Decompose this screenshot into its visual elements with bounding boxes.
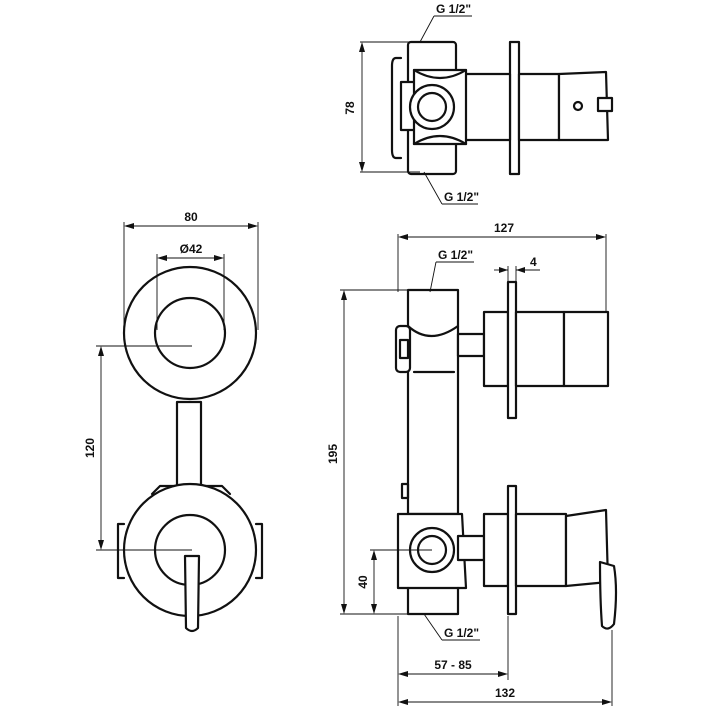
dim-d42-label: Ø42: [180, 242, 203, 256]
dim-78-label: 78: [343, 101, 357, 115]
side-thread-label-bottom: G 1/2": [444, 626, 479, 640]
dim-40-label: 40: [356, 575, 370, 589]
side-thread-label-top: G 1/2": [438, 248, 473, 262]
dim-120-label: 120: [83, 438, 97, 458]
side-view: 127 4 G 1/2" 195 40 G 1/2": [326, 221, 618, 706]
dim-127-label: 127: [494, 221, 514, 235]
top-thread-label-2: G 1/2": [444, 190, 479, 204]
top-view: 78 G 1/2" G 1/2": [343, 2, 614, 205]
dim-57-85-label: 57 - 85: [434, 658, 472, 672]
dim-80-label: 80: [184, 210, 198, 224]
dim-132-label: 132: [495, 686, 515, 700]
dim-195-label: 195: [326, 444, 340, 464]
dim-4-label: 4: [530, 255, 537, 269]
front-view: 80 Ø42 120: [83, 210, 264, 633]
top-thread-label-1: G 1/2": [436, 2, 471, 16]
